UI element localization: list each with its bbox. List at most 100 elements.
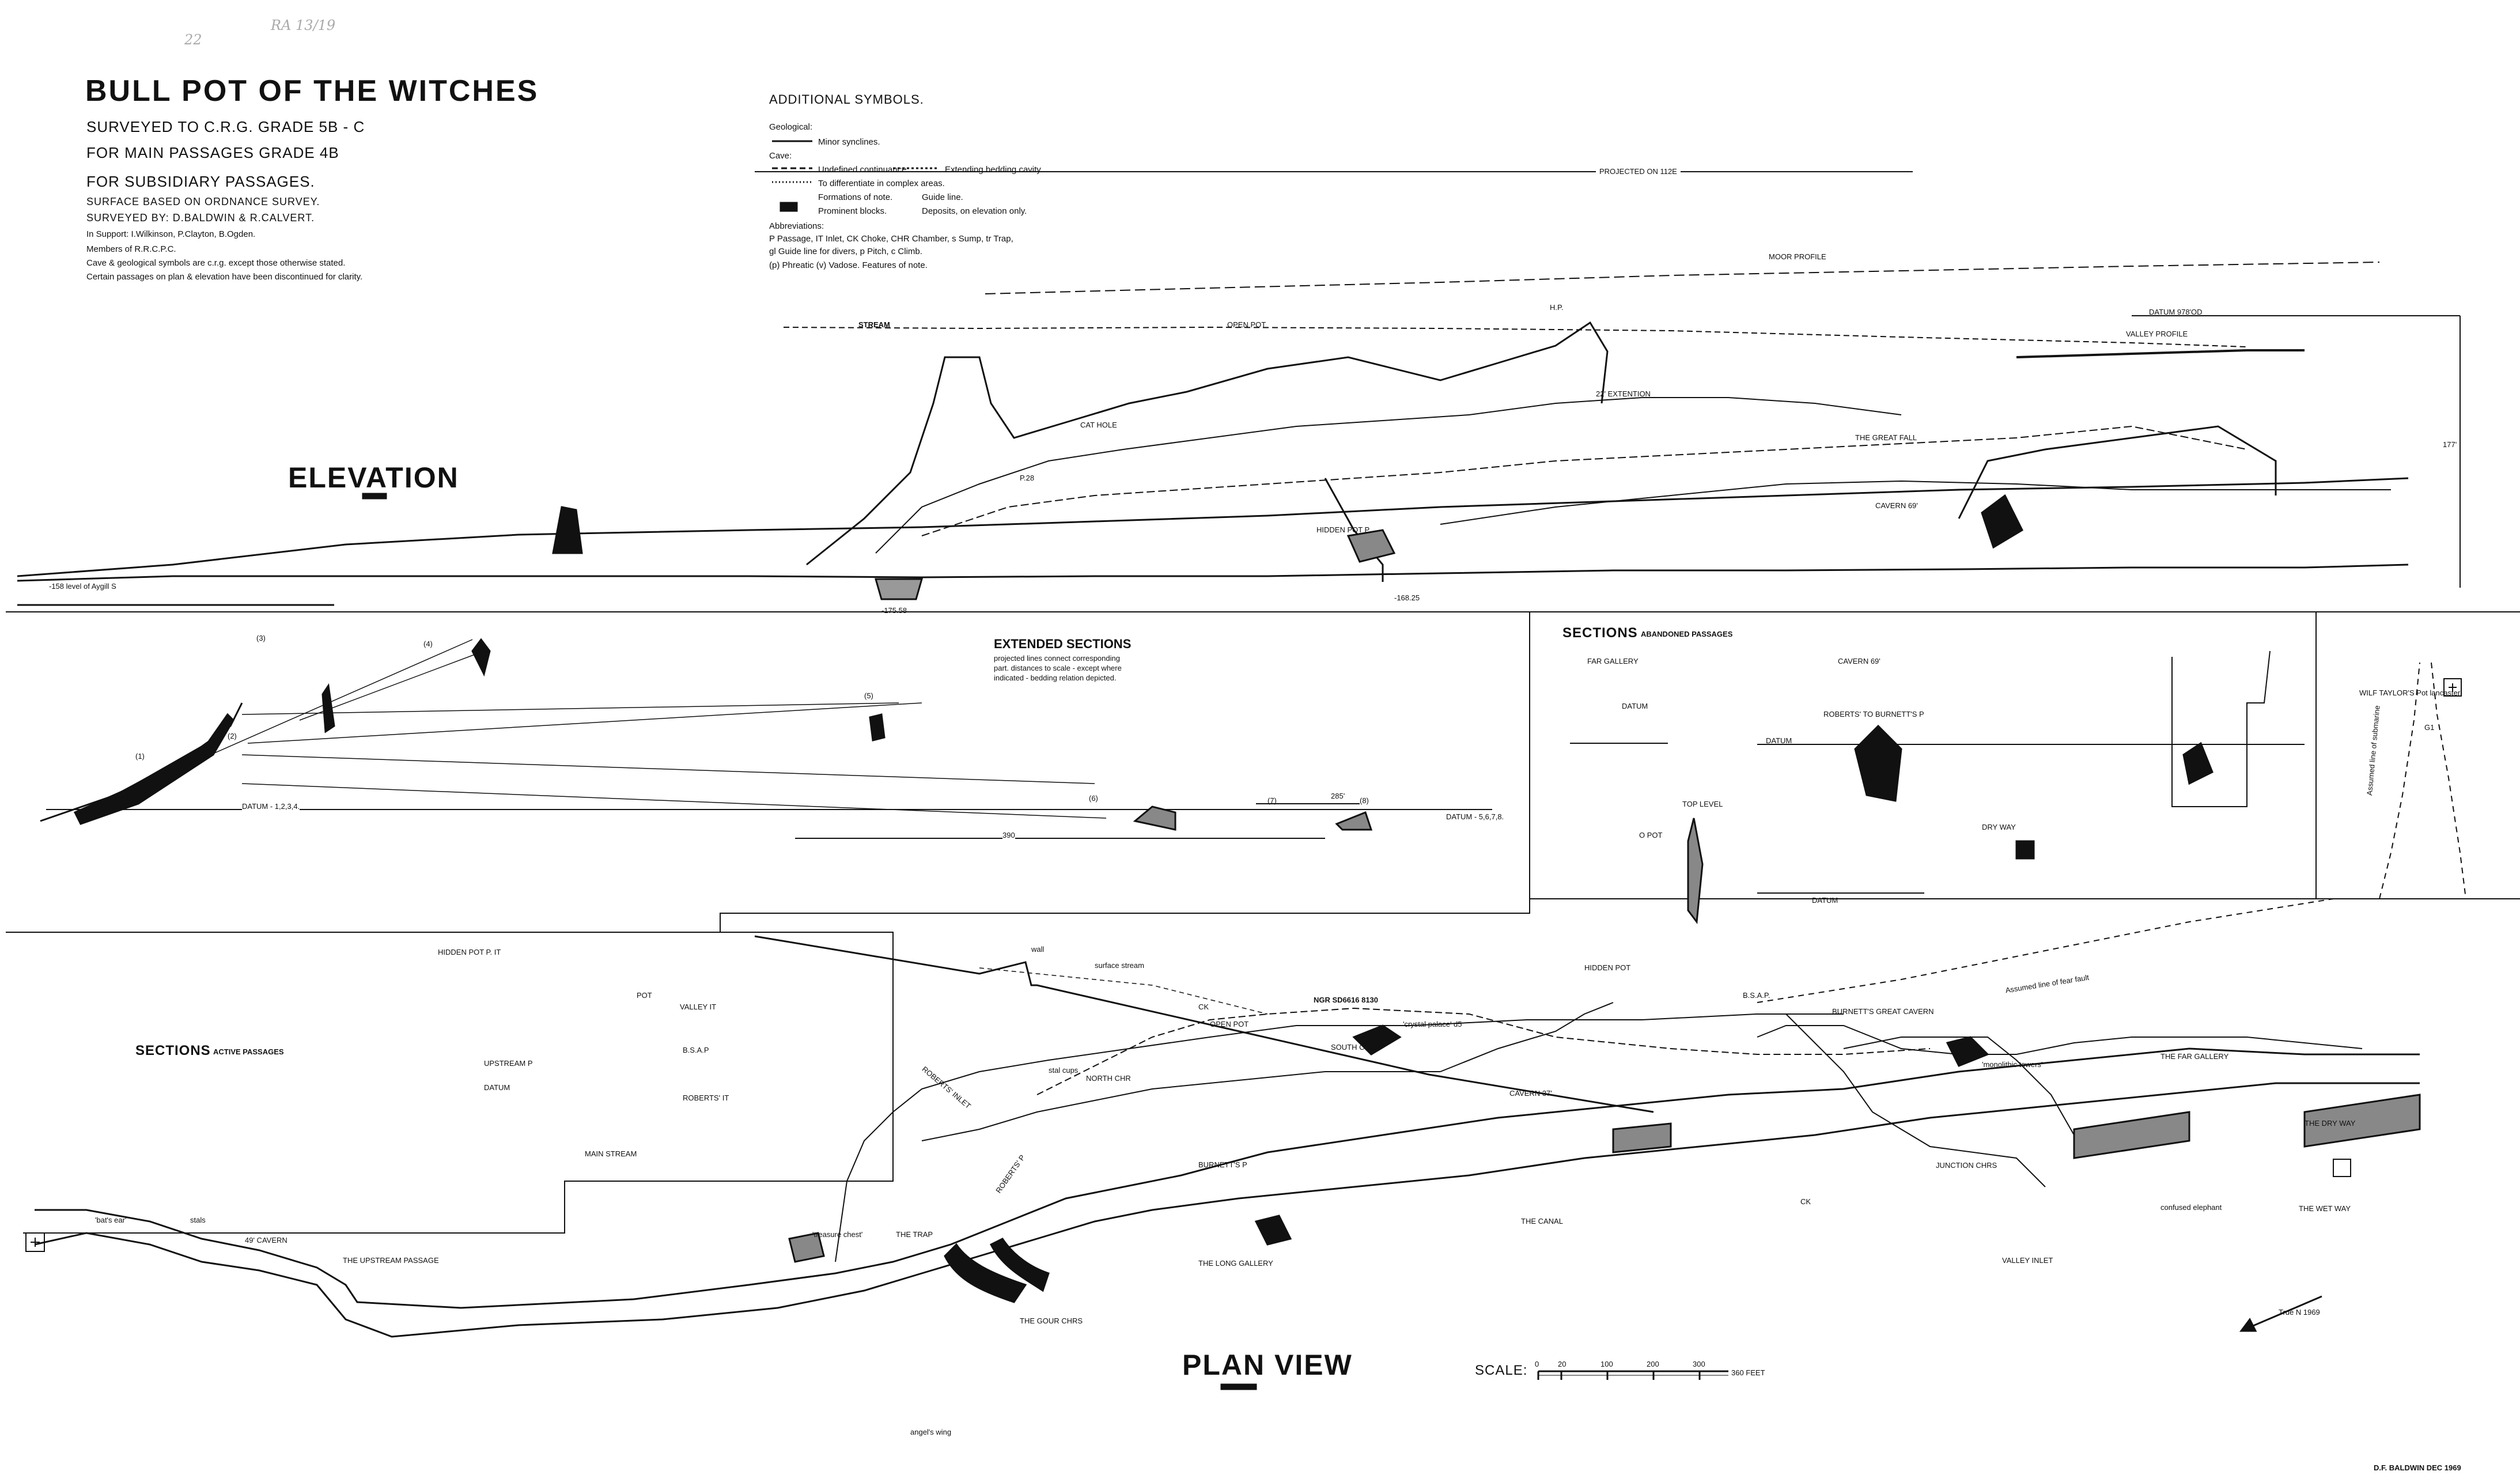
roberts-datum: DATUM (1766, 736, 1792, 745)
plan-ck-2: CK (1800, 1197, 1811, 1206)
plan-treasure-chest: 'treasure chest' (812, 1230, 863, 1239)
plan-g1: G1 (2424, 723, 2435, 732)
legend-item-deposits: Deposits, on elevation only. (922, 206, 1027, 216)
plan-bsap: B.S.A.P. (1743, 991, 1770, 1000)
extended-sections-heading: EXTENDED SECTIONS (994, 637, 1132, 651)
plan-upstream-passage: THE UPSTREAM PASSAGE (343, 1256, 439, 1265)
valley-profile-label: VALLEY PROFILE (2126, 330, 2188, 338)
legend-cave: Cave: (769, 151, 792, 161)
ext-label-5: (5) (864, 691, 873, 700)
hidden-pot-label: HIDDEN POT P (1316, 525, 1370, 534)
header-line-grade: SURVEYED TO C.R.G. GRADE 5B - C (86, 118, 365, 135)
header-detail-passages: Certain passages on plan & elevation hav… (86, 272, 363, 282)
elevation-heading: ELEVATION (288, 462, 459, 494)
scale-tick-200: 200 (1647, 1360, 1659, 1368)
height-177-label: 177' (2443, 440, 2457, 449)
plan-bats-ear: 'bat's ear' (95, 1216, 127, 1224)
plan-ck-1: CK (1198, 1003, 1209, 1011)
plan-crystal-palace: 'crystal palace' d5 (1403, 1020, 1462, 1028)
header-detail-surface: SURFACE BASED ON ORDNANCE SURVEY. (86, 196, 320, 207)
ext-label-1: (1) (135, 752, 145, 761)
legend-item-blocks: Prominent blocks. (818, 206, 887, 216)
bsap-section-label: B.S.A.P (683, 1046, 709, 1054)
legend-abbrev-1: P Passage, IT Inlet, CK Choke, CHR Chamb… (769, 234, 1013, 244)
legend-abbrev-3: (p) Phreatic (v) Vadose. Features of not… (769, 260, 928, 270)
plan-confused-elephant: confused elephant (2160, 1203, 2222, 1212)
header-detail-symbols: Cave & geological symbols are c.r.g. exc… (86, 258, 346, 268)
abandoned-subheading: ABANDONED PASSAGES (1641, 630, 1733, 638)
o-pot-label: O POT (1639, 831, 1663, 839)
datum-label: DATUM 978'OD (2149, 308, 2203, 316)
legend-item-differentiate: To differentiate in complex areas. (818, 179, 945, 188)
scale-tick-0: 0 (1535, 1360, 1539, 1368)
ext-datum-5678: DATUM - 5,6,7,8. (1446, 812, 1504, 821)
scale-tick-360: 360 FEET (1731, 1368, 1765, 1377)
legend-abbrev-label: Abbreviations: (769, 221, 824, 231)
header-detail-support: In Support: I.Wilkinson, P.Clayton, B.Og… (86, 229, 256, 239)
plan-view-heading: PLAN VIEW (1182, 1349, 1353, 1381)
plan-true-north: True N 1969 (2279, 1308, 2320, 1317)
plan-angels-wing: angel's wing (910, 1428, 952, 1436)
scale-tick-20: 20 (1558, 1360, 1567, 1368)
plan-49-cavern: 49' CAVERN (245, 1236, 287, 1245)
pencil-note-ref: RA 13/19 (271, 17, 336, 33)
great-fall-label: THE GREAT FALL (1855, 433, 1917, 442)
legend-geological: Geological: (769, 122, 813, 132)
legend-item-formations: Formations of note. (818, 192, 893, 202)
plan-burnetts-great-cavern: BURNETT'S GREAT CAVERN (1832, 1007, 1934, 1016)
ext-label-2: (2) (228, 732, 237, 740)
legend-title: ADDITIONAL SYMBOLS. (769, 92, 924, 107)
plan-wall: wall (1031, 945, 1045, 954)
roberts-burnetts-label: ROBERTS' TO BURNETT'S P (1823, 710, 1924, 718)
pencil-note-number: 22 (184, 32, 202, 48)
scale-label: SCALE: (1475, 1363, 1528, 1378)
plan-dry-way: THE DRY WAY (2305, 1119, 2356, 1128)
active-subheading: ACTIVE PASSAGES (213, 1047, 284, 1056)
far-gallery-datum: DATUM (1622, 702, 1648, 710)
ext-dist-390: 390 (1002, 831, 1015, 839)
cavern69-label: CAVERN 69' (1875, 501, 1918, 510)
ext-datum-1234: DATUM - 1,2,3,4. (242, 802, 300, 811)
ext-label-3: (3) (256, 634, 266, 642)
legend-item-synclines: Minor synclines. (818, 137, 880, 147)
map-title: BULL POT OF THE WITCHES (85, 74, 539, 108)
extended-note-1: projected lines connect corresponding (994, 654, 1120, 663)
moor-profile-label: MOOR PROFILE (1769, 252, 1826, 261)
upstream-datum: DATUM (484, 1083, 510, 1092)
plan-gour-chrs: THE GOUR CHRS (1020, 1317, 1083, 1325)
pot-label: POT (637, 991, 652, 1000)
plan-north-chr: NORTH CHR (1086, 1074, 1131, 1083)
plan-ngr: NGR SD6616 8130 (1314, 996, 1379, 1004)
ext-dist-285: 285' (1331, 792, 1345, 800)
dry-way-label: DRY WAY (1982, 823, 2016, 831)
aygill-level-label: -158 level of Aygill S (49, 582, 116, 591)
extension-label: 22' EXTENTION (1596, 389, 1651, 398)
dry-way-datum: DATUM (1812, 896, 1838, 905)
valley-it-label: VALLEY IT (680, 1003, 717, 1011)
plan-burnetts-p: BURNETT'S P (1198, 1160, 1247, 1169)
plan-monolithic-towers: 'monolithic towers' (1982, 1060, 2043, 1069)
projected-label: PROJECTED ON 112E (1596, 167, 1681, 176)
hidden-pot-it-label: HIDDEN POT P. IT (438, 948, 501, 956)
p28-label: P.28 (1020, 474, 1035, 482)
plan-junction-chrs: JUNCTION CHRS (1936, 1161, 1997, 1170)
active-heading: SECTIONS (135, 1043, 211, 1058)
plan-south-chr: SOUTH CHR (1331, 1043, 1376, 1051)
plan-far-gallery: THE FAR GALLERY (2160, 1052, 2229, 1061)
extended-note-3: indicated - bedding relation depicted. (994, 674, 1117, 682)
legend-abbrev-2: gl Guide line for divers, p Pitch, c Cli… (769, 247, 922, 256)
plan-surface-stream: surface stream (1095, 961, 1144, 970)
ext-label-4: (4) (423, 640, 433, 648)
ext-label-8: (8) (1360, 796, 1369, 805)
stream-label: STREAM (858, 320, 890, 329)
plan-stal-cups: stal cups (1049, 1066, 1079, 1075)
extended-note-2: part. distances to scale - except where (994, 664, 1122, 672)
header-detail-surveyors: SURVEYED BY: D.BALDWIN & R.CALVERT. (86, 212, 315, 224)
plan-wilf-taylors: WILF TAYLOR'S Pot lancaster (2359, 689, 2461, 697)
main-stream-label: MAIN STREAM (585, 1149, 637, 1158)
roberts-it-label: ROBERTS' IT (683, 1094, 729, 1102)
plan-wet-way: THE WET WAY (2299, 1204, 2351, 1213)
cat-hole-label: CAT HOLE (1080, 421, 1117, 429)
